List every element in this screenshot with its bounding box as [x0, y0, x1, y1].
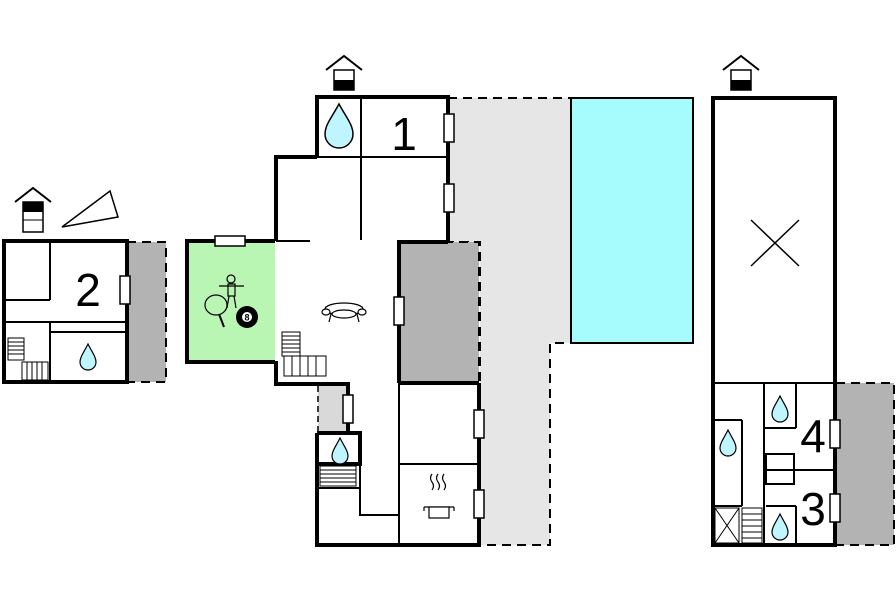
- window: [393, 296, 405, 326]
- terrace-area: [447, 97, 572, 546]
- window: [473, 409, 485, 439]
- right-building-walls: [711, 96, 837, 547]
- covered-area-left: [126, 241, 167, 383]
- stairs-icon: [281, 331, 327, 377]
- stairs-icon: [714, 507, 763, 544]
- water-drop-icon: [771, 394, 789, 423]
- window: [829, 419, 841, 449]
- water-drop-icon: [719, 428, 737, 457]
- water-drop-icon: [771, 512, 789, 541]
- right-building-inner-walls: [713, 382, 835, 545]
- stairs-icon: [7, 337, 49, 381]
- window: [473, 489, 485, 519]
- house-icon: [722, 54, 760, 91]
- room-number-3: 3: [800, 483, 826, 535]
- left-building: [2, 239, 129, 384]
- window: [443, 183, 455, 213]
- sofa-icon: [321, 302, 367, 323]
- window: [829, 493, 841, 523]
- room-number-4: 4: [800, 410, 826, 462]
- window: [342, 394, 354, 424]
- covered-area-main: [398, 241, 480, 383]
- room-number-2: 2: [75, 264, 101, 316]
- games-room: [187, 241, 275, 362]
- stairs-icon: [319, 465, 357, 487]
- games-icon: 8: [204, 274, 258, 328]
- window: [443, 113, 455, 143]
- compass-wedge-icon: [61, 189, 119, 228]
- window: [214, 235, 246, 247]
- water-drop-icon: [79, 342, 97, 371]
- billiard-ball-number: 8: [244, 313, 249, 323]
- cooking-pot-icon: [423, 473, 455, 519]
- room-number-1: 1: [391, 108, 417, 160]
- water-drop-icon: [324, 102, 354, 149]
- house-icon: [14, 186, 52, 233]
- cross-icon: [750, 219, 800, 267]
- house-icon: [325, 54, 363, 91]
- window: [119, 275, 131, 305]
- swimming-pool: [570, 97, 694, 344]
- water-drop-icon: [331, 436, 349, 465]
- main-building-inner-walls: [276, 97, 479, 545]
- covered-area-right: [835, 382, 895, 546]
